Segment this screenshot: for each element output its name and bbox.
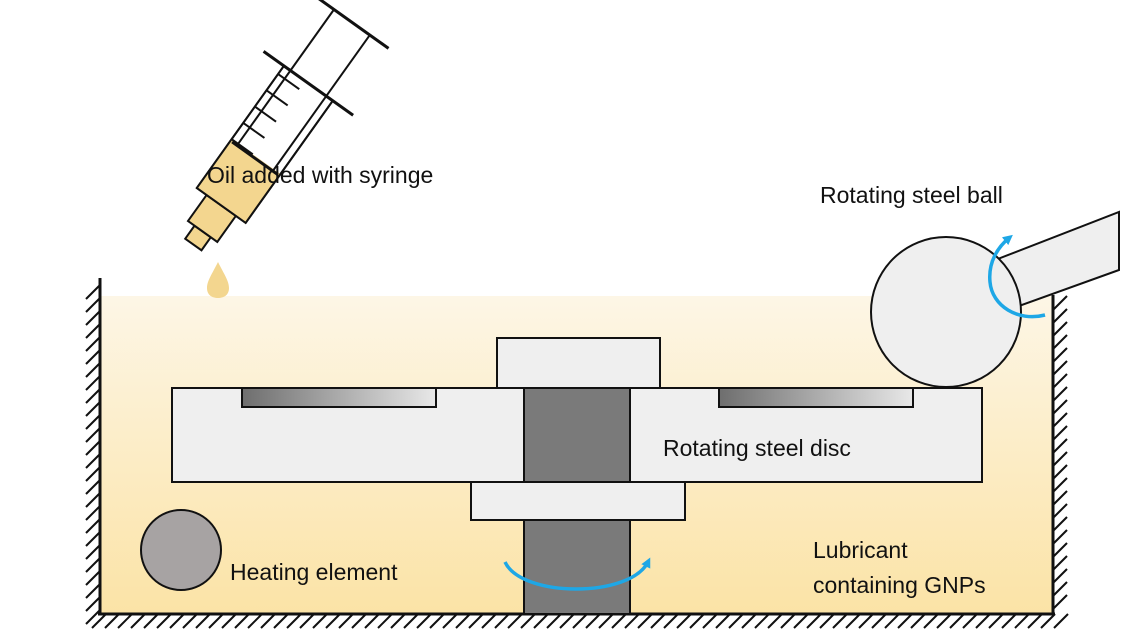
shaft-rotation-arrow [503, 557, 651, 591]
label-steel-disc: Rotating steel disc [663, 435, 851, 461]
label-steel-ball: Rotating steel ball [820, 182, 1003, 208]
steel-ball [870, 236, 1022, 388]
label-lubricant-line1: Lubricant [813, 537, 908, 563]
container-hatching [85, 284, 1069, 629]
shaft-center [523, 387, 631, 483]
label-lubricant-line2: containing GNPs [813, 572, 986, 598]
disc-groove-right [718, 387, 914, 408]
lower-collar [470, 481, 686, 521]
syringe-icon [183, 0, 390, 252]
label-oil-syringe: Oil added with syringe [207, 162, 433, 188]
oil-drop [207, 262, 229, 298]
label-heating-element: Heating element [230, 559, 398, 585]
heating-element [140, 509, 222, 591]
shaft-lower [523, 519, 631, 615]
disc-groove-left [241, 387, 437, 408]
ball-rotation-arrow [988, 234, 1046, 319]
upper-collar [496, 337, 661, 389]
